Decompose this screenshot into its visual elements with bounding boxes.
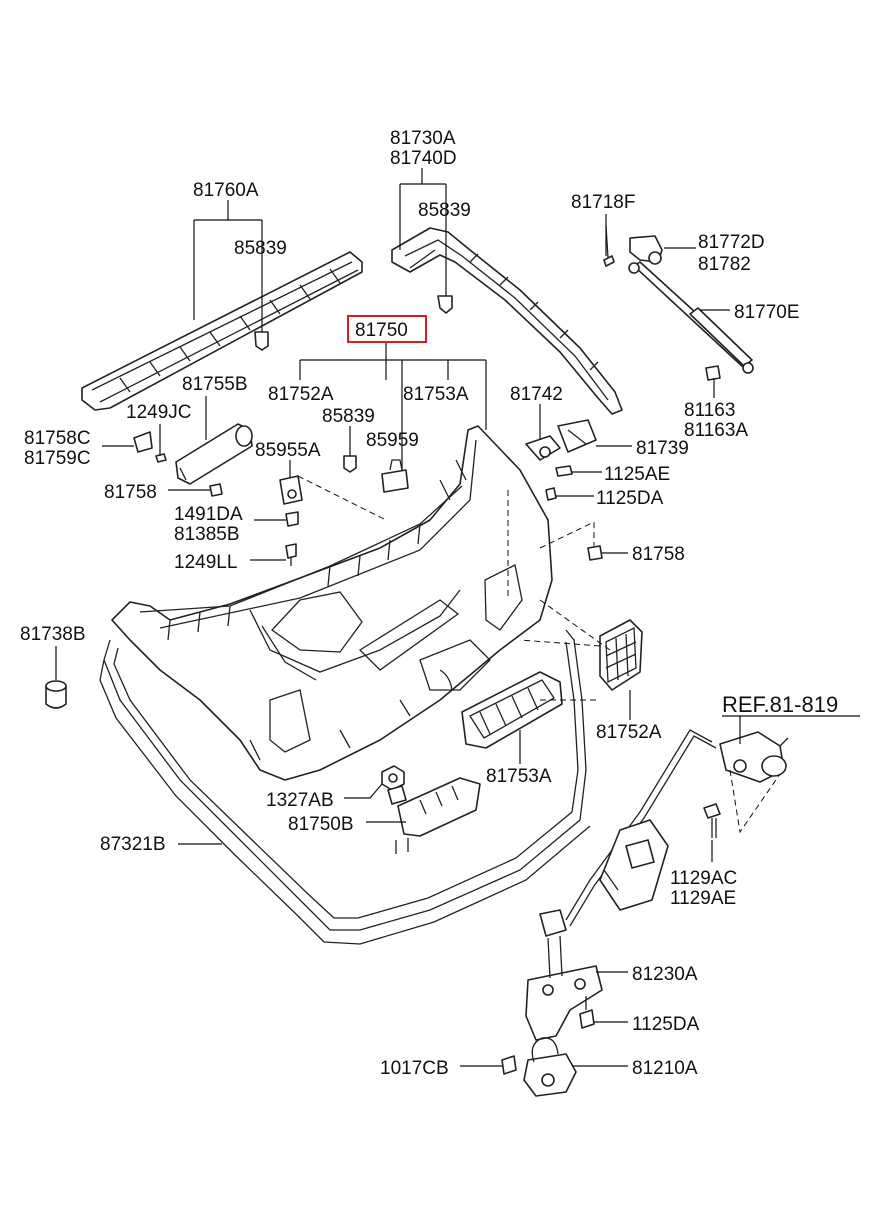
bracket-81772d xyxy=(629,235,663,265)
label-1249ll: 1249LL xyxy=(174,552,237,573)
label-81753a-bottom: 81753A xyxy=(486,766,552,787)
bracket-81739 xyxy=(557,419,597,453)
label-81753a-top: 81753A xyxy=(403,384,469,405)
fastener-1491da xyxy=(285,511,299,527)
gas-strut-81770e xyxy=(628,261,754,374)
label-81163a: 81163A xyxy=(684,420,748,441)
label-81758-right: 81758 xyxy=(632,544,685,565)
label-81772d: 81772D xyxy=(698,232,765,253)
clip-85839-left xyxy=(254,331,269,351)
clip-85959 xyxy=(381,459,409,493)
clip-85839-mid xyxy=(343,455,357,473)
label-81758c: 81758C xyxy=(24,428,91,449)
clip-81758-right xyxy=(587,545,603,561)
label-81738b: 81738B xyxy=(20,624,86,645)
label-81752a-right: 81752A xyxy=(596,722,662,743)
label-81230a: 81230A xyxy=(632,964,698,985)
label-1125ae: 1125AE xyxy=(604,464,670,485)
grille-81753a xyxy=(461,671,563,749)
label-81752a-top: 81752A xyxy=(268,384,334,405)
bracket-85955a xyxy=(279,475,303,505)
label-81750b: 81750B xyxy=(288,814,354,835)
latch-81230a xyxy=(525,909,603,1041)
label-85959: 85959 xyxy=(366,430,419,451)
handle-81755b xyxy=(175,423,253,485)
leader-lines xyxy=(55,168,860,1067)
bolt-1125ae xyxy=(555,465,573,477)
trim-strip-81760a xyxy=(81,251,363,411)
label-85839-mid: 85839 xyxy=(322,406,375,427)
label-81742: 81742 xyxy=(510,384,563,405)
stud-81163 xyxy=(705,365,721,381)
label-81770e: 81770E xyxy=(734,302,800,323)
label-81750: 81750 xyxy=(355,320,408,341)
bolt-1129ac xyxy=(703,803,721,838)
dashed-guides xyxy=(297,475,781,834)
clip-81758-left xyxy=(209,483,223,497)
label-85955a: 85955A xyxy=(255,440,321,461)
latch-rod-actuator xyxy=(565,729,717,927)
bolt-1125da-top xyxy=(545,487,557,501)
label-1327ab: 1327AB xyxy=(266,790,334,811)
label-85839-left: 85839 xyxy=(234,238,287,259)
label-81739: 81739 xyxy=(636,438,689,459)
highlight-box-81750 xyxy=(347,315,427,343)
label-ref-81819: REF.81-819 xyxy=(722,692,838,717)
label-87321b: 87321B xyxy=(100,834,166,855)
part-labels: 81730A 81740D 85839 81760A 85839 81718F … xyxy=(20,128,838,1079)
bracket-81742 xyxy=(525,435,561,461)
lock-cylinder-ref xyxy=(719,731,789,783)
bracket-81758c xyxy=(133,431,153,453)
screw-1017cb xyxy=(501,1055,517,1075)
striker-81210a xyxy=(523,1037,577,1097)
clip-85839-top xyxy=(437,295,453,314)
label-81730a: 81730A xyxy=(390,128,456,149)
label-81385b: 81385B xyxy=(174,524,240,545)
label-1129ae: 1129AE xyxy=(670,888,736,909)
label-81758-left: 81758 xyxy=(104,482,157,503)
weatherstrip-87321b xyxy=(99,629,591,945)
label-1125da-top: 1125DA xyxy=(596,488,664,509)
label-81740d: 81740D xyxy=(390,148,457,169)
label-81163: 81163 xyxy=(684,400,735,421)
tailgate-inner-panel-81750 xyxy=(111,425,553,781)
label-1129ac: 1129AC xyxy=(670,868,737,889)
label-81718f: 81718F xyxy=(571,192,635,213)
bumper-81738b xyxy=(45,680,67,709)
screw-1249ll xyxy=(285,543,297,566)
label-81755b: 81755B xyxy=(182,374,248,395)
label-1249jc: 1249JC xyxy=(126,402,192,423)
label-1125da-bottom: 1125DA xyxy=(632,1014,700,1035)
bracket-81750b xyxy=(387,777,481,854)
label-85839-top: 85839 xyxy=(418,200,471,221)
trim-strip-81730a xyxy=(391,227,623,415)
label-1491da: 1491DA xyxy=(174,504,243,525)
label-81760a: 81760A xyxy=(193,180,259,201)
label-81210a: 81210A xyxy=(632,1058,698,1079)
bolt-1125da-bottom xyxy=(579,996,595,1029)
label-1017cb: 1017CB xyxy=(380,1058,449,1079)
label-81782: 81782 xyxy=(698,254,751,275)
grille-81752a xyxy=(599,619,643,691)
screw-1249jc xyxy=(155,440,167,463)
label-81759c: 81759C xyxy=(24,448,91,469)
